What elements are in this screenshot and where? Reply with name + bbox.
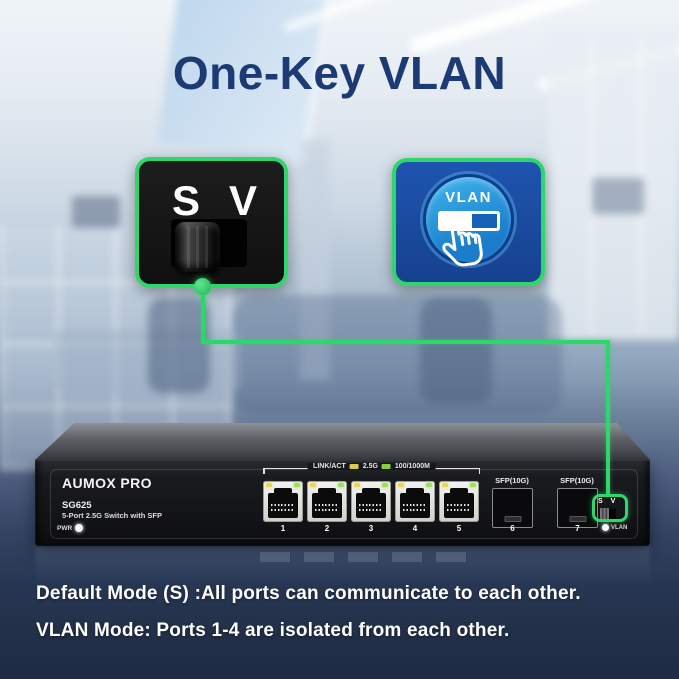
desk-monitor <box>72 196 120 228</box>
tap-hand-icon <box>434 213 498 281</box>
office-chair <box>420 298 492 403</box>
connector-line-horizontal <box>201 340 610 344</box>
connector-line-vertical-right <box>606 340 610 497</box>
connector-line-vertical-left <box>201 288 205 344</box>
connector-junction-dot <box>194 278 211 295</box>
page-title: One-Key VLAN <box>172 47 507 99</box>
vlan-badge-circle: VLAN <box>423 174 514 267</box>
mode-label-s: S <box>172 177 201 224</box>
sv-highlight-outline <box>592 494 628 522</box>
mode-label-v: V <box>229 177 258 224</box>
office-furniture <box>232 295 562 415</box>
mode-switch-callout: S V <box>135 157 288 288</box>
caption-vlan-mode: VLAN Mode: Ports 1-4 are isolated from e… <box>36 620 510 641</box>
vlan-badge-callout: VLAN <box>392 158 545 286</box>
vlan-badge-label: VLAN <box>445 189 492 206</box>
caption-default-mode: Default Mode (S) :All ports can communic… <box>36 583 581 604</box>
desk-monitor <box>592 178 644 214</box>
slide-switch-knob <box>175 222 220 272</box>
